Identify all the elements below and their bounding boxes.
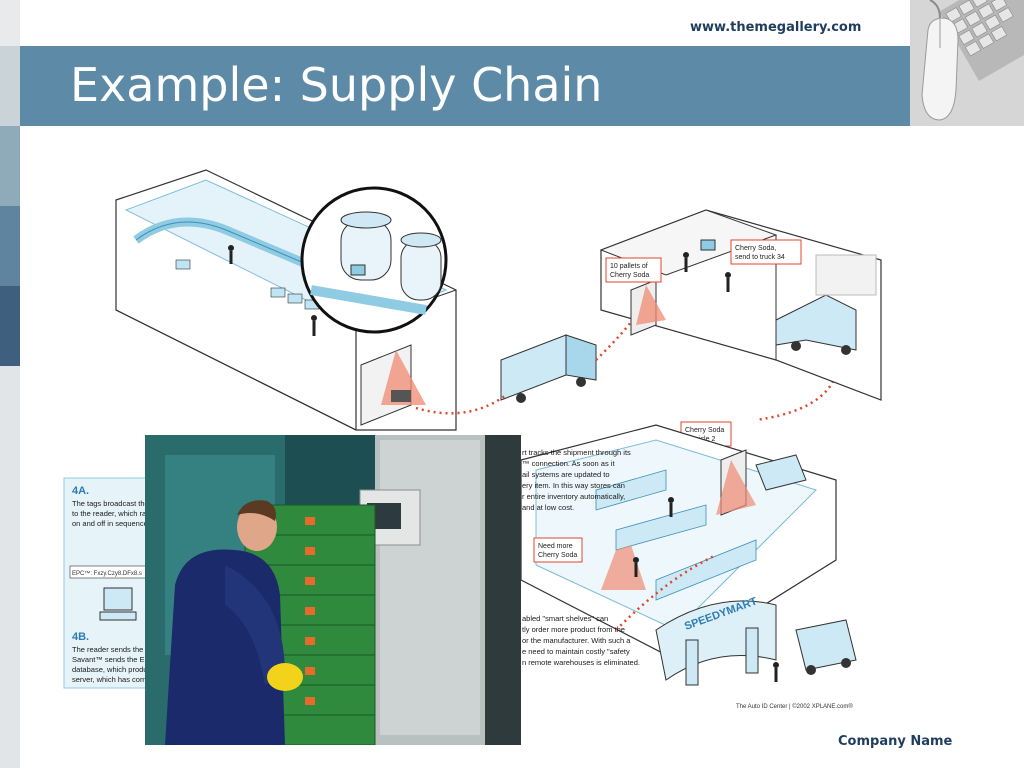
sidebar-strip-3 xyxy=(0,126,20,206)
svg-text:™ connection. As soon as it: ™ connection. As soon as it xyxy=(522,459,615,468)
warehouse-building xyxy=(599,209,882,401)
website-url: www.themegallery.com xyxy=(690,20,862,35)
svg-text:send to truck 34: send to truck 34 xyxy=(735,254,785,261)
svg-text:and at low cost.: and at low cost. xyxy=(522,503,574,512)
svg-text:Need more: Need more xyxy=(538,543,573,550)
supply-chain-diagram: 10 pallets of Cherry Soda Cherry Soda, s… xyxy=(56,160,886,720)
store-building: SPEEDYMART xyxy=(520,424,857,686)
svg-text:The reader sends the E: The reader sends the E xyxy=(72,645,150,654)
svg-text:n remote warehouses is elimina: n remote warehouses is eliminated. xyxy=(522,658,640,667)
delivery-truck-1 xyxy=(500,334,597,403)
diagram-credit: The Auto ID Center | ©2002 XPLANE.com® xyxy=(736,703,853,710)
sidebar-strip-1 xyxy=(0,0,20,46)
sidebar-strip-2 xyxy=(0,46,20,126)
callout-warehouse-truck: Cherry Soda, send to truck 34 xyxy=(730,239,802,265)
svg-text:rt tracks the shipment through: rt tracks the shipment through its xyxy=(522,448,631,457)
svg-text:Cherry Soda: Cherry Soda xyxy=(685,427,724,434)
svg-text:to the reader, which ra: to the reader, which ra xyxy=(72,509,147,518)
callout-pallets: 10 pallets of Cherry Soda xyxy=(605,257,662,283)
svg-text:The tags broadcast the: The tags broadcast the xyxy=(72,499,149,508)
sidebar-strip-6 xyxy=(0,366,20,768)
callout-need-more: Need more Cherry Soda xyxy=(533,537,583,563)
rfid-tag-magnifier xyxy=(300,186,448,334)
sidebar-strip-4 xyxy=(0,206,20,286)
svg-text:e need to maintain costly "saf: e need to maintain costly "safety xyxy=(522,647,630,656)
svg-text:4B.: 4B. xyxy=(72,631,89,643)
svg-text:database, which produ: database, which produ xyxy=(72,665,147,674)
svg-text:r entire inventory automatical: r entire inventory automatically, xyxy=(522,492,625,501)
svg-text:4A.: 4A. xyxy=(72,485,89,497)
slide-title: Example: Supply Chain xyxy=(70,58,603,112)
company-name: Company Name xyxy=(838,734,953,749)
sidebar-strip-5 xyxy=(0,286,20,366)
svg-text:ail systems are updated to: ail systems are updated to xyxy=(522,470,610,479)
svg-text:Cherry Soda,: Cherry Soda, xyxy=(735,245,776,252)
svg-text:or the manufacturer. With such: or the manufacturer. With such a xyxy=(522,636,631,645)
title-bar xyxy=(20,46,910,126)
shipment-tracking-text: rt tracks the shipment through its ™ con… xyxy=(522,448,631,512)
warehouse-worker-photo xyxy=(145,435,521,745)
svg-text:on and off in sequence: on and off in sequence xyxy=(72,519,148,528)
svg-text:EPC™: Fxzy.Czy8.DFx8.s: EPC™: Fxzy.Czy8.DFx8.s xyxy=(72,570,142,577)
svg-text:10 pallets of: 10 pallets of xyxy=(610,263,648,270)
svg-text:server, which has comp: server, which has comp xyxy=(72,675,150,684)
svg-text:abled "smart shelves" can: abled "smart shelves" can xyxy=(522,614,608,623)
keyboard-mouse-image xyxy=(910,0,1024,126)
smart-shelves-text: abled "smart shelves" can tly order more… xyxy=(522,614,640,667)
svg-text:Savant™ sends the EPC: Savant™ sends the EPC xyxy=(72,655,156,664)
svg-text:Cherry Soda: Cherry Soda xyxy=(538,552,577,559)
svg-text:Cherry Soda: Cherry Soda xyxy=(610,272,649,279)
svg-text:tly order more product from th: tly order more product from the xyxy=(522,625,625,634)
svg-text:ery item. In this way stores c: ery item. In this way stores can xyxy=(522,481,625,490)
